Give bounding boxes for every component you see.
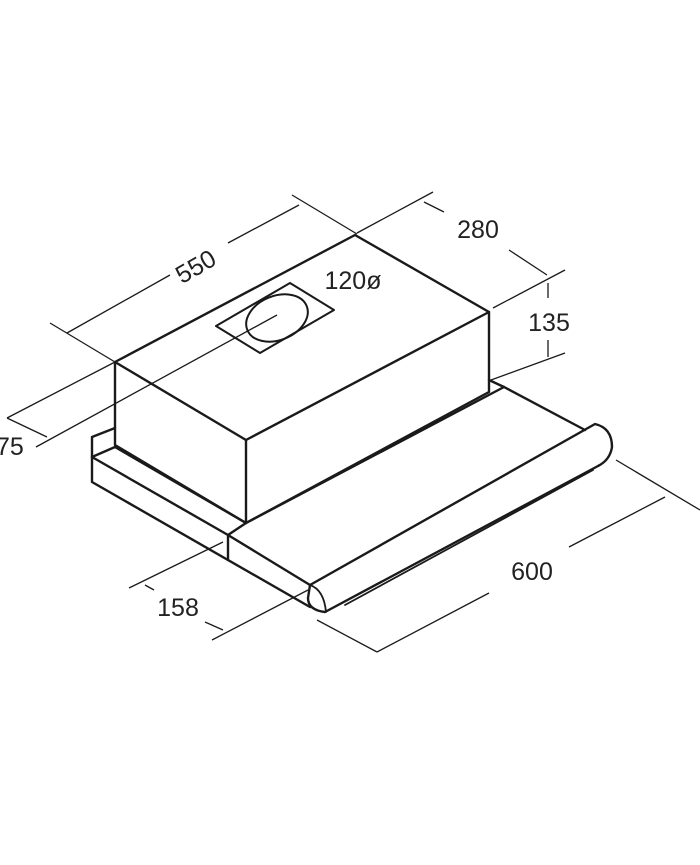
- dimension-label-280: 280: [457, 216, 499, 244]
- front-handle: [306, 422, 614, 614]
- dimension-label-135: 135: [528, 309, 570, 337]
- dimension-label-158: 158: [157, 594, 199, 622]
- dimension-label-550: 550: [171, 245, 221, 290]
- dimension-label-600: 600: [511, 558, 553, 586]
- telescopic-tray: [90, 378, 587, 609]
- dimension-label-75: 75: [0, 433, 24, 461]
- dimension-lines: [6, 191, 700, 653]
- duct-outlet: [215, 282, 335, 354]
- dimension-label-120-diameter: 120ø: [325, 267, 382, 295]
